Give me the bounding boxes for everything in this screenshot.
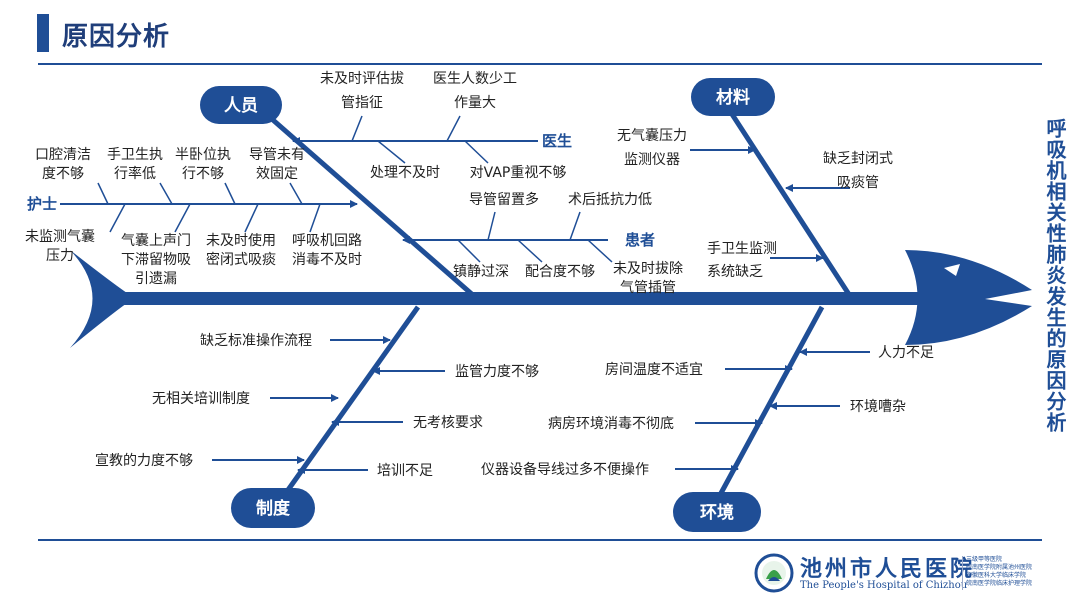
cause-label: 未监测气囊 (25, 228, 95, 245)
rib (487, 211, 496, 241)
cause-label: 配合度不够 (525, 264, 595, 280)
cause-label: 镇静过深 (453, 264, 509, 280)
rib (351, 115, 363, 142)
fish-head (905, 250, 1032, 345)
rib (159, 182, 173, 205)
cause-label: 房间温度不适宜 (605, 362, 703, 378)
cause-label: 仪器设备导线过多不便操作 (481, 461, 649, 478)
bottom-divider (38, 539, 1042, 541)
subcategory-huanzhe: 患者 (625, 231, 655, 249)
rib (446, 115, 461, 142)
logo-divider (962, 556, 963, 590)
cause-label: 未及时评估拔 (320, 71, 404, 87)
affiliation-line: 三级甲等医院 (966, 556, 1003, 563)
cause-label: 呼吸机回路 (292, 233, 362, 249)
cause-label: 行不够 (182, 166, 224, 182)
cause-label: 监测仪器 (624, 152, 680, 168)
side-title: 呼吸机相关性肺炎发生的原因分析 (1043, 118, 1067, 433)
top-divider (38, 63, 1042, 65)
category-renyuan: 人员 (200, 86, 282, 124)
cause-label: 未及时使用 (206, 232, 276, 249)
category-label: 材料 (716, 87, 750, 108)
rib (457, 239, 481, 263)
rib (244, 203, 259, 233)
cause-label: 导管留置多 (469, 191, 539, 208)
cause-label: 半卧位执 (175, 147, 231, 163)
rib (97, 182, 109, 205)
cause-label: 培训不足 (377, 463, 433, 479)
category-huanjing: 环境 (673, 492, 761, 532)
cause-label: 导管未有 (249, 147, 305, 163)
affiliation-line: 皖南医学院临床护理学院 (966, 580, 1033, 587)
hospital-affiliations: 三级甲等医院 皖南医学院附属池州医院 安徽医科大学临床学院 皖南医学院临床护理学… (966, 556, 1032, 588)
cause-label: 气管插管 (620, 280, 676, 296)
cause-label: 环境嘈杂 (850, 399, 906, 415)
rib (569, 211, 581, 241)
cause-label: 手卫生监测 (707, 241, 777, 257)
category-label: 人员 (224, 96, 258, 116)
cause-label: 管指征 (341, 95, 383, 111)
cause-label: 密闭式吸痰 (206, 251, 276, 268)
rib (464, 140, 489, 164)
cause-label: 下滞留物吸 (121, 252, 191, 268)
cause-label: 术后抵抗力低 (568, 192, 652, 208)
cause-label: 引遗漏 (135, 271, 177, 287)
cause-label: 处理不及时 (370, 165, 440, 181)
rib (289, 182, 303, 205)
cause-label: 医生人数少工 (433, 71, 517, 87)
rib (109, 203, 126, 233)
subcategory-yisheng: 医生 (542, 132, 572, 150)
cause-label: 压力 (46, 248, 74, 264)
category-zhidu: 制度 (231, 488, 315, 528)
cause-label: 作量大 (454, 95, 496, 111)
cause-label: 度不够 (42, 166, 84, 182)
subcategory-hushi: 护士 (27, 195, 57, 213)
rib (309, 203, 321, 233)
affiliation-line: 安徽医科大学临床学院 (966, 572, 1027, 579)
bone-huanjing (717, 305, 825, 497)
cause-label: 缺乏标准操作流程 (200, 333, 312, 349)
cause-label: 未及时拔除 (613, 261, 683, 277)
bone-zhidu (285, 305, 421, 492)
rib (224, 182, 236, 205)
cause-label: 消毒不及时 (292, 252, 362, 268)
cause-label: 病房环境消毒不彻底 (548, 416, 674, 432)
hospital-name-en: The People's Hospital of Chizhou (800, 580, 968, 591)
category-label: 制度 (256, 498, 291, 519)
cause-label: 吸痰管 (837, 175, 879, 191)
category-cailiao: 材料 (691, 78, 775, 116)
rib (517, 239, 543, 263)
affiliation-line: 皖南医学院附属池州医院 (966, 564, 1033, 571)
cause-label: 宣教的力度不够 (95, 453, 193, 469)
fish-eye (944, 264, 960, 276)
cause-label: 对VAP重视不够 (470, 165, 567, 181)
hospital-name: 池州市人民医院 (800, 556, 976, 582)
cause-label: 口腔清洁 (35, 147, 91, 163)
rib (174, 203, 191, 233)
title-accent-bar (37, 14, 49, 52)
rib (587, 239, 613, 263)
bone-cailiao (725, 106, 853, 298)
page-title: 原因分析 (62, 22, 171, 52)
category-label: 环境 (700, 502, 734, 523)
cause-label: 气囊上声门 (121, 232, 191, 249)
fish-spine (120, 292, 950, 305)
fish-tail (70, 250, 135, 348)
cause-label: 人力不足 (878, 345, 934, 361)
cause-label: 行率低 (114, 165, 156, 182)
cause-label: 无相关培训制度 (152, 391, 250, 407)
cause-label: 缺乏封闭式 (823, 151, 893, 167)
cause-label: 系统缺乏 (707, 264, 763, 280)
cause-label: 无考核要求 (413, 415, 483, 431)
hospital-emblem-icon (754, 553, 794, 593)
cause-label: 监管力度不够 (455, 364, 539, 380)
cause-label: 效固定 (256, 166, 298, 182)
cause-label: 无气囊压力 (617, 127, 687, 144)
rib (377, 140, 406, 164)
cause-label: 手卫生执 (107, 147, 163, 163)
